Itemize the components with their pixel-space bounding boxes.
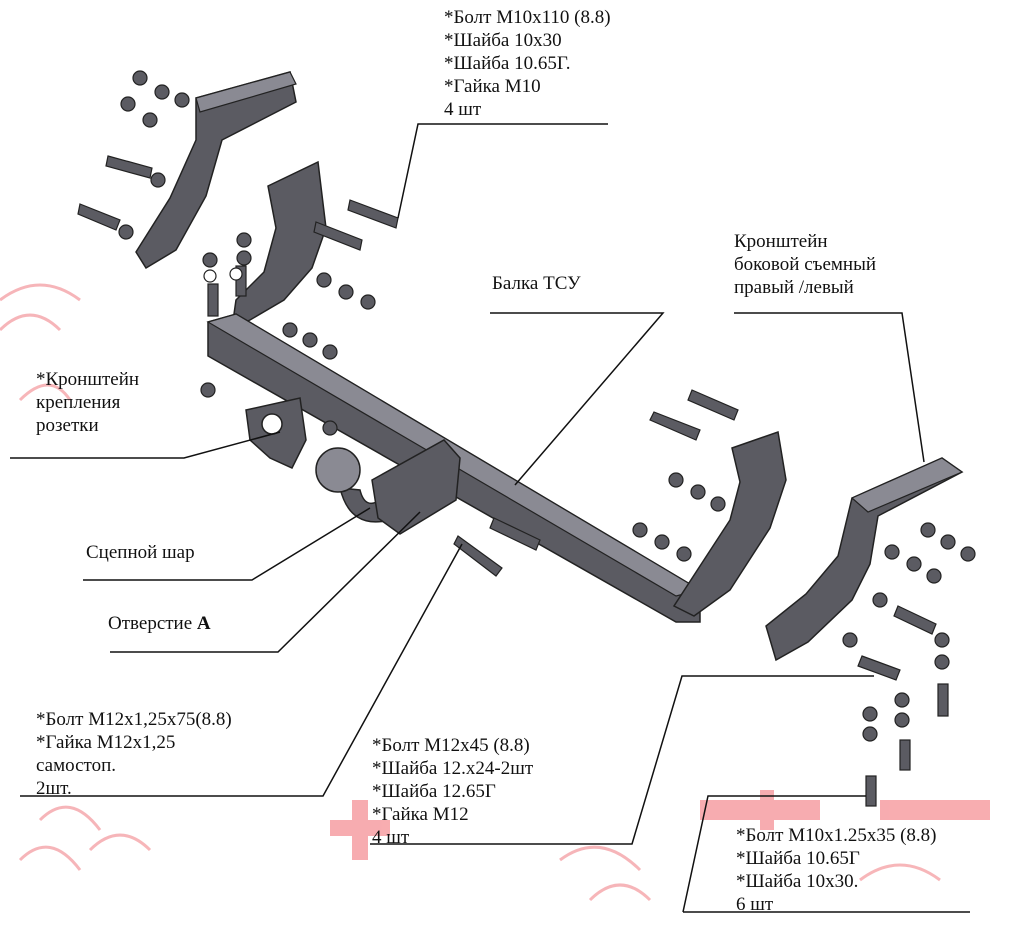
label-line: 2шт.	[36, 778, 72, 799]
label-line: Кронштейн	[734, 231, 828, 252]
beam-label: Балка ТСУ	[492, 273, 581, 294]
hitch-ball-label: Сцепной шар	[86, 542, 195, 563]
bolt-m12x125-label: *Болт М12х1,25х75(8.8) *Гайка М12х1,25 с…	[36, 708, 232, 800]
label-line: *Болт М10х1.25х35 (8.8)	[736, 825, 937, 846]
label-line: *Гайка М10	[444, 76, 541, 97]
label-line: *Шайба 10.65Г.	[444, 53, 571, 74]
label-line: *Болт М12х1,25х75(8.8)	[36, 709, 232, 730]
label-line: самостоп.	[36, 755, 116, 776]
hole-a-letter: А	[196, 613, 211, 634]
label-line: крепления	[36, 392, 121, 413]
leader-lines	[10, 123, 970, 913]
label-line: *Шайба 12.х24-2шт	[372, 758, 534, 779]
label-line: *Гайка М12	[372, 804, 469, 825]
label-line: *Кронштейн	[36, 369, 140, 390]
side-bracket-label: Кронштейн боковой съемный правый /левый	[734, 230, 876, 299]
hole-a-text: Отверстие	[108, 613, 197, 634]
label-line: *Шайба 12.65Г	[372, 781, 496, 802]
label-line: 6 шт	[736, 894, 774, 915]
label-line: правый /левый	[734, 277, 854, 298]
label-line: *Болт М12х45 (8.8)	[372, 735, 530, 756]
label-line: *Шайба 10х30.	[736, 871, 859, 892]
hitch-ball-drawing	[315, 439, 461, 535]
nuts-washers	[118, 70, 976, 742]
label-line: боковой съемный	[734, 254, 877, 275]
bolt-m10x125-label: *Болт М10х1.25х35 (8.8) *Шайба 10.65Г *Ш…	[736, 824, 937, 916]
label-line: *Шайба 10х30	[444, 30, 562, 51]
label-line: *Гайка М12х1,25	[36, 732, 176, 753]
left-bracket-back	[135, 71, 297, 270]
socket-bracket-label: *Кронштейн крепления розетки	[36, 368, 139, 437]
label-line: *Болт М10х110 (8.8)	[444, 7, 611, 28]
bolts	[77, 155, 949, 807]
label-line: 4 шт	[444, 99, 482, 120]
label-line: *Шайба 10.65Г	[736, 848, 860, 869]
hole-a-label: Отверстие А	[108, 612, 211, 635]
bolt-m10x110-label: *Болт М10х110 (8.8) *Шайба 10х30 *Шайба …	[444, 6, 611, 121]
bolt-m12x45-label: *Болт М12х45 (8.8) *Шайба 12.х24-2шт *Ша…	[372, 734, 533, 849]
label-line: 4 шт	[372, 827, 410, 848]
left-bracket-front	[231, 160, 327, 330]
right-bracket-on-beam	[672, 430, 787, 617]
side-bracket-removable	[765, 457, 964, 662]
label-line: розетки	[36, 415, 99, 436]
